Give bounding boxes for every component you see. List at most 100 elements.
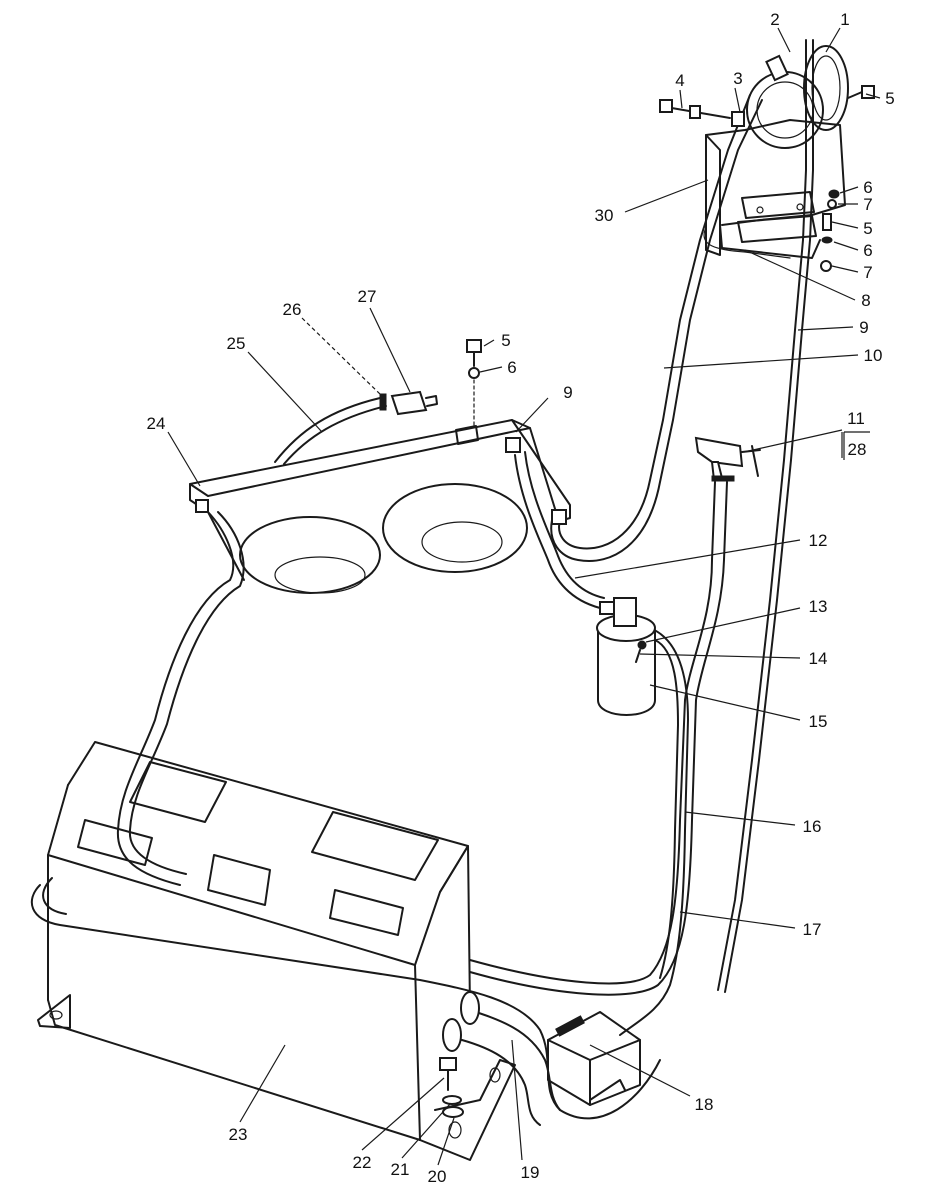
leader-23 <box>239 1044 286 1123</box>
bracket-lower-lip <box>719 224 821 259</box>
unit-front-right-edge <box>414 964 421 1141</box>
callout-30: 30 <box>595 206 614 225</box>
callout-5: 5 <box>885 89 894 108</box>
leader-5b <box>831 221 859 229</box>
leader-12 <box>574 539 801 579</box>
leader-18 <box>589 1044 691 1097</box>
leader-3 <box>734 87 741 113</box>
callout-9: 9 <box>859 318 868 337</box>
leader-17 <box>679 911 796 929</box>
callout-6: 6 <box>863 241 872 260</box>
callout-27: 27 <box>358 287 377 306</box>
slide-base-8a <box>741 191 815 219</box>
leader-6c <box>479 366 503 373</box>
washer-6-condenser <box>468 367 480 379</box>
compressor-assembly <box>659 45 875 272</box>
callout-11: 11 <box>847 409 865 428</box>
leader-13 <box>645 607 801 643</box>
lower-return-hose <box>30 884 661 1120</box>
service-valve-assembly <box>694 436 761 482</box>
resistor-box-18 <box>547 1011 641 1106</box>
pressure-switch-13 <box>637 640 647 650</box>
leader-22 <box>361 1077 445 1151</box>
nut-7 <box>827 199 837 209</box>
suction-fitting-2 <box>765 54 789 82</box>
nut-7 <box>820 260 832 272</box>
leader-27 <box>369 307 411 393</box>
refrigerant-line-9 <box>717 39 807 991</box>
leader-21 <box>401 1103 451 1159</box>
washer-21 <box>442 1095 462 1105</box>
callout-14: 14 <box>809 649 828 668</box>
callout-28: 28 <box>848 440 867 459</box>
heater-tube-outlet <box>442 1018 462 1052</box>
callout-15: 15 <box>809 712 828 731</box>
leader-20 <box>437 1117 455 1166</box>
callout-4: 4 <box>675 71 684 90</box>
leader-7b <box>831 265 859 273</box>
callout-labels: 1 2 3 4 5 30 6 7 5 6 7 8 9 10 26 27 25 5… <box>147 10 895 1186</box>
drier-inlet-hose-outer <box>524 451 605 599</box>
bolt-5-condenser <box>466 339 482 353</box>
callout-18: 18 <box>695 1095 714 1114</box>
condenser-hose-left <box>116 511 235 886</box>
callout-6: 6 <box>507 358 516 377</box>
leader-16 <box>684 811 796 826</box>
evaporator-unit <box>37 741 516 1161</box>
leader-24 <box>167 431 201 487</box>
leader-6a <box>839 186 859 194</box>
bolt-5-shank <box>847 91 863 99</box>
callout-8: 8 <box>861 291 870 310</box>
callout-6: 6 <box>863 178 872 197</box>
callout-7: 7 <box>863 263 872 282</box>
leader-5c <box>483 339 495 347</box>
washer-6 <box>828 189 840 199</box>
callout-20: 20 <box>428 1167 447 1186</box>
top-grille-right <box>311 811 439 881</box>
front-vent-2 <box>207 854 271 906</box>
condenser-assembly <box>189 339 571 594</box>
leader-9b <box>515 397 549 433</box>
callout-16: 16 <box>803 817 822 836</box>
leader-26 <box>301 317 383 397</box>
drier-inlet-hose <box>514 454 601 609</box>
bolt-22-head <box>439 1057 457 1071</box>
foot-hole <box>489 1067 501 1083</box>
condenser-hose-left-outer <box>128 511 245 875</box>
discharge-fitting-3 <box>731 111 745 127</box>
leader-lines <box>167 27 881 1166</box>
fan-shroud-right <box>382 483 528 573</box>
leader-14 <box>639 653 801 659</box>
leader-5a <box>865 93 881 99</box>
callout-13: 13 <box>809 597 828 616</box>
callout-5: 5 <box>863 219 872 238</box>
callout-21: 21 <box>391 1160 410 1179</box>
bracket-hose-stub <box>703 229 791 259</box>
refrigerant-line-9-outer <box>724 39 814 993</box>
unit-foot-left <box>37 994 71 1029</box>
condenser-right-leg <box>511 419 571 523</box>
leader-30 <box>624 179 709 213</box>
leader-25 <box>247 351 323 433</box>
unit-foot-right <box>419 1059 516 1161</box>
callout-10: 10 <box>864 346 883 365</box>
bolt-5 <box>822 213 832 231</box>
slide-base-8b <box>737 215 817 243</box>
compressor-face <box>756 81 814 139</box>
bolt-4-head <box>659 99 673 113</box>
discharge-hose-10 <box>558 94 751 550</box>
callout-23: 23 <box>229 1125 248 1144</box>
mount-bracket <box>589 1079 626 1101</box>
condenser-top-rail <box>189 419 531 497</box>
drier-inlet-fitting <box>599 601 615 615</box>
front-vent-3 <box>329 889 404 936</box>
grommet-26 <box>379 393 387 411</box>
discharge-hose-10-outer <box>550 99 763 562</box>
callout-26: 26 <box>283 300 302 319</box>
leader-19 <box>511 1039 523 1161</box>
leader-15 <box>649 684 801 721</box>
bracket-30 <box>705 134 721 256</box>
tee-valve-11 <box>694 436 744 468</box>
fan-ring-right <box>421 521 503 563</box>
